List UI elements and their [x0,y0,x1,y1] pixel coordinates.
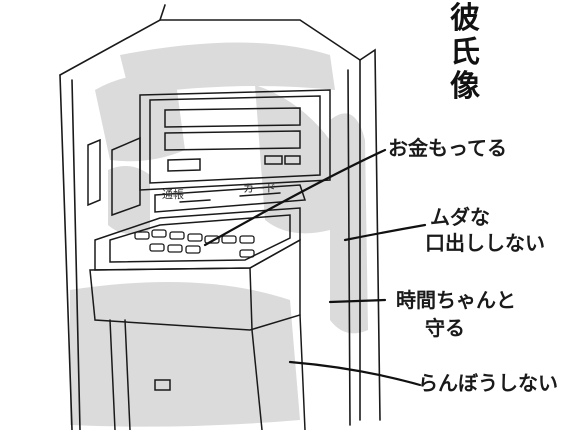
atm-body [87,89,331,430]
title-vertical: 彼 氏 像 [430,2,500,104]
pointer-lines [203,148,427,387]
annotation-punctual-line1: 時間ちゃんと [396,288,516,312]
annotation-gentle: らんぼうしない [418,371,558,395]
title-char: 像 [450,69,480,104]
title-char: 彼 [450,1,480,36]
bankbook-label: 通帳 [162,188,184,201]
keypad [134,229,255,258]
annotation-has-money: お金もってる [388,136,507,160]
booth-outline [59,4,381,430]
card-label: カード [243,182,276,195]
annotation-no-nagging-line1: ムダな [430,205,490,229]
annotation-no-nagging-line2: 口出ししない [425,231,545,255]
shading [70,42,368,427]
title-char: 氏 [450,35,480,70]
annotation-punctual-line2: 守る [425,316,465,340]
